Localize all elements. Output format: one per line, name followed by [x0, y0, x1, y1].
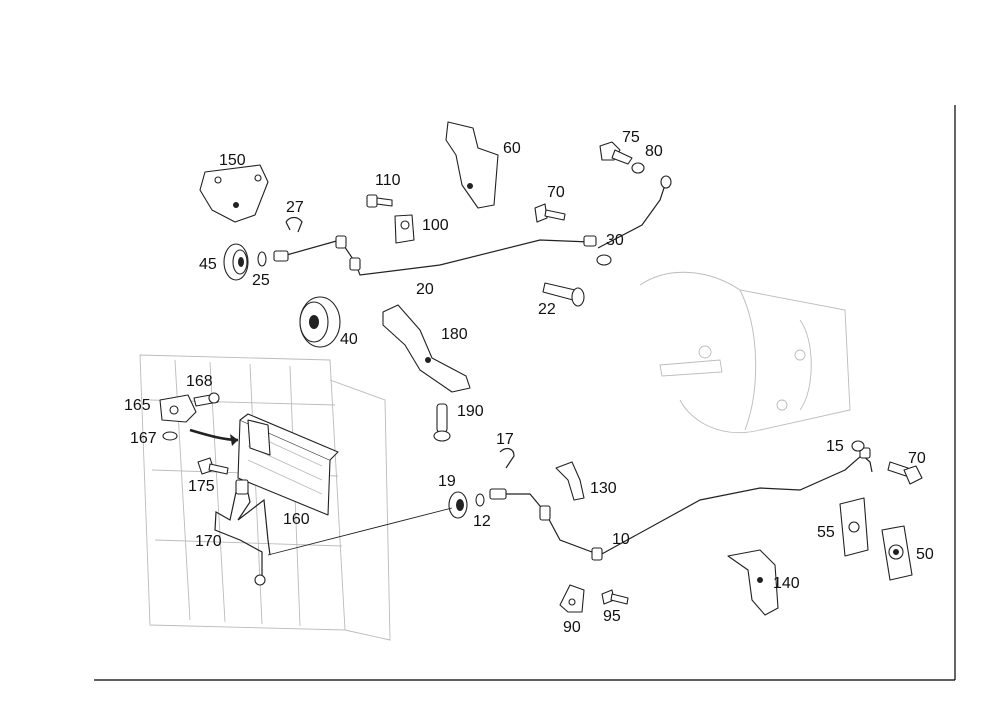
bracket-60: [445, 121, 499, 209]
bracket-140: [727, 549, 779, 616]
clamp-50: [881, 525, 913, 581]
pipe-assembly-170: [214, 479, 271, 586]
callout-165: 165: [124, 397, 151, 414]
grommet-19: [448, 491, 468, 519]
seal-167: [162, 431, 178, 441]
oil-pipe-upper-right: [596, 175, 672, 266]
bracket-90: [559, 584, 585, 613]
callout-40: 40: [340, 331, 358, 348]
callout-10: 10: [612, 531, 630, 548]
clamp-55: [839, 497, 869, 557]
callout-55: 55: [817, 524, 835, 541]
bracket-150: [199, 164, 269, 223]
bolt-110: [366, 194, 393, 208]
callout-190: 190: [457, 403, 484, 420]
callout-167: 167: [130, 430, 157, 447]
oil-line-20: [273, 235, 597, 276]
callout-100: 100: [422, 217, 449, 234]
ring-15: [851, 440, 865, 452]
callout-15: 15: [826, 438, 844, 455]
damper-40: [299, 296, 341, 348]
callout-150: 150: [219, 152, 246, 169]
bolt-168: [193, 392, 220, 407]
sleeve-190: [433, 403, 451, 442]
bolt-95: [601, 589, 629, 605]
callout-12: 12: [473, 513, 491, 530]
bolt-70-upper: [534, 203, 566, 223]
leader-line-19: [267, 507, 453, 556]
bolt-175: [197, 457, 229, 475]
callout-140: 140: [773, 575, 800, 592]
washer-12: [475, 493, 485, 507]
callout-50: 50: [916, 546, 934, 563]
oil-cooler-160: [237, 413, 339, 516]
clip-27: [285, 216, 303, 233]
callout-60: 60: [503, 140, 521, 157]
bracket-130: [555, 461, 585, 501]
callout-22: 22: [538, 301, 556, 318]
callout-170: 170: [195, 533, 222, 550]
callout-45: 45: [199, 256, 217, 273]
clip-100: [394, 214, 415, 244]
callout-19: 19: [438, 473, 456, 490]
bolt-75: [599, 141, 633, 165]
callout-75: 75: [622, 129, 640, 146]
callout-95: 95: [603, 608, 621, 625]
callout-labels: 150 27 110 100 60 75 80 70 30 45 25 20 2…: [124, 129, 934, 636]
callout-90: 90: [563, 619, 581, 636]
pin-22: [542, 282, 585, 307]
callout-130: 130: [590, 480, 617, 497]
grommet-45: [223, 243, 249, 281]
callout-80: 80: [645, 143, 663, 160]
callout-30: 30: [606, 232, 624, 249]
callout-168: 168: [186, 373, 213, 390]
callout-20: 20: [416, 281, 434, 298]
ring-25: [257, 251, 267, 267]
callout-180: 180: [441, 326, 468, 343]
callout-25: 25: [252, 272, 270, 289]
transmission-background: [639, 271, 851, 434]
callout-70-lower: 70: [908, 450, 926, 467]
callout-70-upper: 70: [547, 184, 565, 201]
callout-110: 110: [375, 172, 401, 189]
union-165: [159, 394, 197, 423]
callout-175: 175: [188, 478, 215, 495]
clip-17: [499, 447, 515, 469]
washer-80: [631, 162, 645, 174]
callout-17: 17: [496, 431, 514, 448]
bracket-180: [382, 304, 471, 393]
callout-27: 27: [286, 199, 304, 216]
callout-160: 160: [283, 511, 310, 528]
bolt-70-lower: [887, 461, 923, 485]
oil-line-10: [489, 447, 873, 561]
